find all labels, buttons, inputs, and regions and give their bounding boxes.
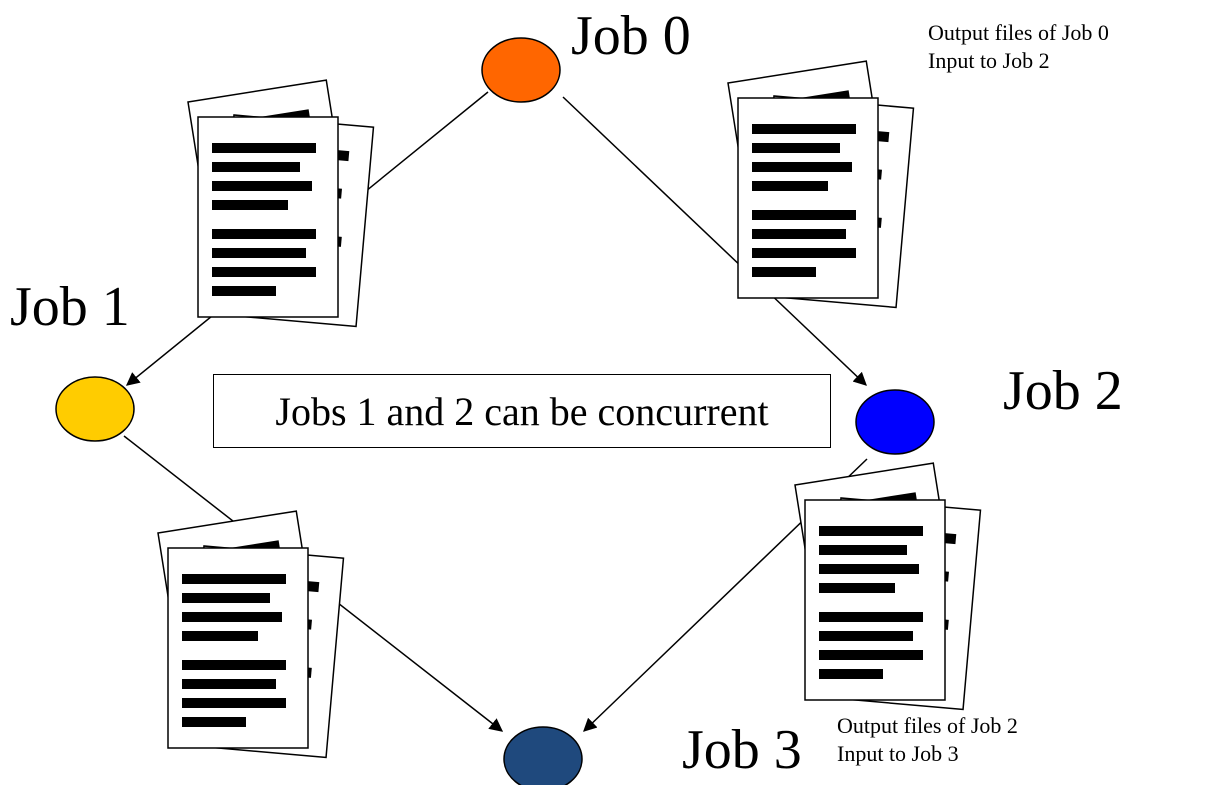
job-2-label: Job 2 <box>1003 360 1123 422</box>
document-stack-icon <box>158 511 343 757</box>
job-1-node[interactable] <box>55 376 135 442</box>
concurrency-note-text: Jobs 1 and 2 can be concurrent <box>275 388 769 434</box>
job0-output-annotation: Output files of Job 0 Input to Job 2 <box>928 19 1109 75</box>
edge-job0-job2 <box>562 96 867 386</box>
annotation-line: Input to Job 2 <box>928 48 1050 73</box>
document-stack-icon <box>795 463 980 709</box>
job-1-label: Job 1 <box>10 276 130 338</box>
job-0-node[interactable] <box>481 37 561 103</box>
concurrency-note-box: Jobs 1 and 2 can be concurrent <box>213 374 831 448</box>
annotation-line: Input to Job 3 <box>837 741 959 766</box>
job-2-node[interactable] <box>855 389 935 455</box>
annotation-line: Output files of Job 2 <box>837 713 1018 738</box>
job-3-label: Job 3 <box>682 719 802 781</box>
job-0-label: Job 0 <box>571 5 691 67</box>
document-stack-icon <box>188 80 373 326</box>
job2-output-annotation: Output files of Job 2 Input to Job 3 <box>837 712 1018 768</box>
job-3-node[interactable] <box>503 726 583 785</box>
annotation-line: Output files of Job 0 <box>928 20 1109 45</box>
document-stack-icon <box>728 61 913 307</box>
